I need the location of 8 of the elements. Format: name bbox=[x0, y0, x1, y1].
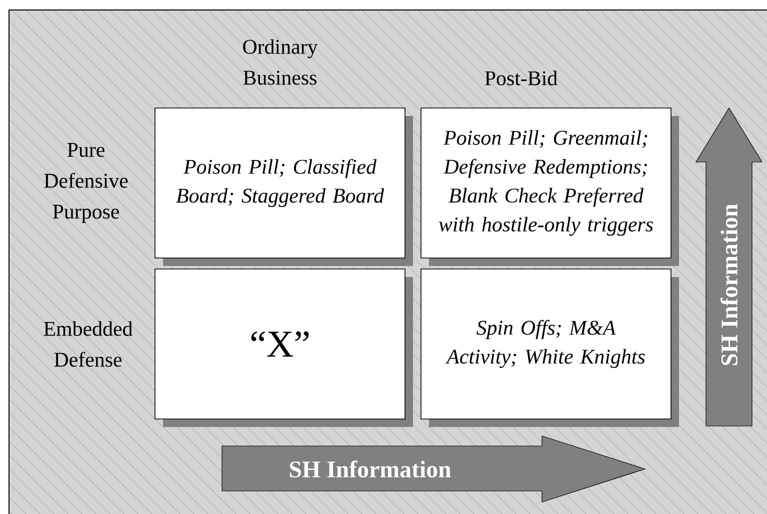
header-label: Post-Bid bbox=[485, 70, 558, 86]
text-box: Spin Offs; M&A Activity; White Knights bbox=[420, 268, 679, 427]
header-label: Embedded Defense bbox=[44, 321, 132, 367]
header-label: Pure Defensive Purpose bbox=[44, 143, 128, 223]
text-box: Poison Pill; Greenmail; Defensive Redemptions; Blank Check Preferred with hostile-only triggers bbox=[420, 108, 679, 266]
header-label: Ordinary Business bbox=[243, 39, 318, 85]
text-box: Poison Pill; Classified Board; Staggered Board bbox=[154, 108, 413, 266]
text-box: “X” bbox=[154, 268, 413, 427]
